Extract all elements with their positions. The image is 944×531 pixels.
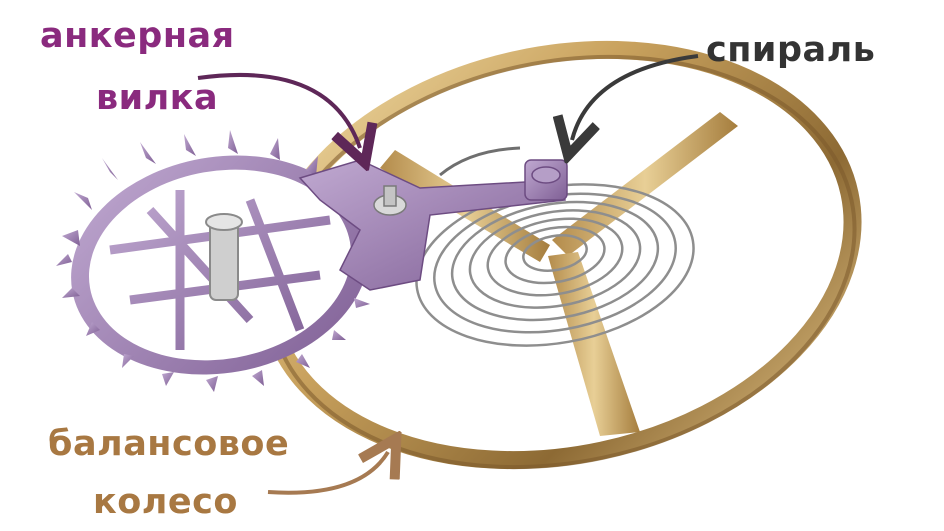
arrow-pallet-fork <box>197 73 360 148</box>
pallet-fork-label-line2: вилка <box>96 78 219 118</box>
escape-wheel-icon <box>56 130 380 392</box>
pallet-fork-label-line1: анкерная <box>40 16 235 56</box>
balance-wheel-icon <box>258 40 862 470</box>
balance-wheel-label-line2: колесо <box>93 482 238 522</box>
hairspring-icon <box>415 146 695 347</box>
hairspring-label: спираль <box>706 30 876 70</box>
pallet-fork-icon <box>298 159 568 291</box>
arrow-balance-wheel <box>267 452 388 495</box>
balance-wheel-label-line1: балансовое <box>48 424 290 464</box>
arrow-hairspring <box>572 54 699 140</box>
